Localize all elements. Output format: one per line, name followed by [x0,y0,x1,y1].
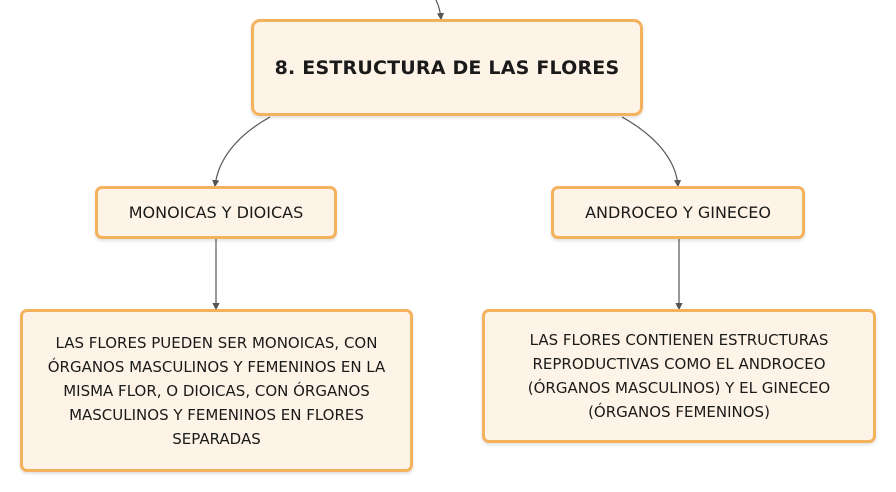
detail-node-androceo-gineceo[interactable]: LAS FLORES CONTIENEN ESTRUCTURAS REPRODU… [482,309,876,443]
connector-main-to-left [212,116,271,188]
detail-node-monoicas-dioicas[interactable]: LAS FLORES PUEDEN SER MONOICAS, CON ÓRGA… [20,309,413,472]
detail-text-androceo-gineceo: LAS FLORES CONTIENEN ESTRUCTURAS REPRODU… [527,331,831,421]
subtopic-title-monoicas-dioicas: MONOICAS Y DIOICAS [128,203,304,222]
subtopic-node-androceo-gineceo[interactable]: ANDROCEO Y GINECEO [551,186,805,239]
main-topic-node[interactable]: 8. ESTRUCTURA DE LAS FLORES [251,19,643,116]
connector-main-to-right [621,116,682,188]
main-topic-title: 8. ESTRUCTURA DE LAS FLORES [274,56,620,79]
connector-incoming [435,0,445,21]
subtopic-node-monoicas-dioicas[interactable]: MONOICAS Y DIOICAS [95,186,337,239]
subtopic-title-androceo-gineceo: ANDROCEO Y GINECEO [585,203,771,222]
detail-text-monoicas-dioicas: LAS FLORES PUEDEN SER MONOICAS, CON ÓRGA… [47,333,386,448]
